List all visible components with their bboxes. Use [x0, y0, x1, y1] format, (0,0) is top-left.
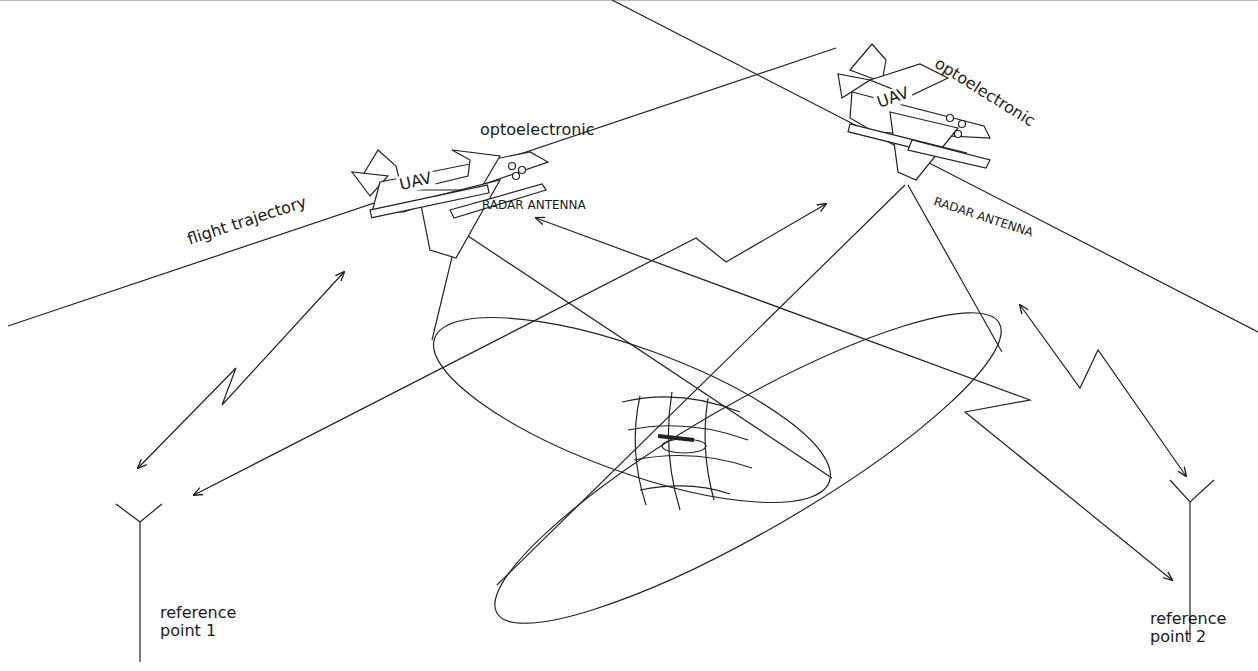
frame-line — [0, 0, 1258, 1]
trajectory-label: flight trajectory — [185, 193, 309, 249]
radar-beam — [413, 185, 1031, 668]
target-object — [658, 436, 706, 453]
trajectory-line — [8, 48, 836, 326]
part-label: optoelectronic — [480, 121, 595, 139]
part-label: RADAR ANTENNA — [482, 199, 586, 213]
uav-aircraft — [838, 44, 990, 180]
part-label: RADAR ANTENNA — [932, 195, 1035, 240]
data-link — [138, 204, 1186, 580]
reference-label: reference point 1 — [160, 604, 240, 641]
reference-label: reference point 2 — [1150, 610, 1230, 647]
antenna-symbol — [116, 480, 1214, 662]
